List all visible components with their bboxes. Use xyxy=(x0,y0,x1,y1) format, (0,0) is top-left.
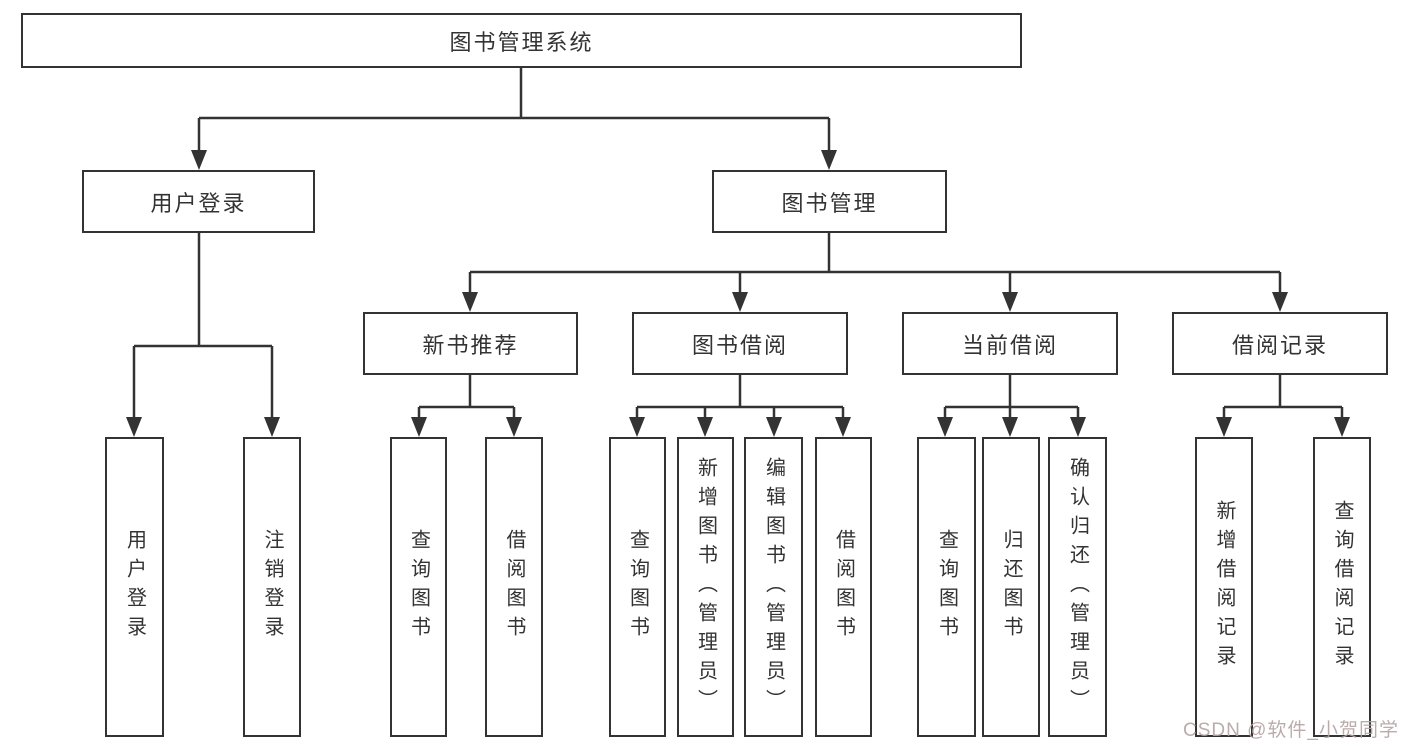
leaf-edit-books-admin: 编辑图书（管理员） xyxy=(744,437,803,737)
leaf-label: 注销登录 xyxy=(261,529,283,645)
node-label: 当前借阅 xyxy=(961,332,1058,358)
leaf-label: 新增借阅记录 xyxy=(1213,500,1235,674)
leaf-label: 用户登录 xyxy=(123,529,146,645)
leaf-confirm-return-admin: 确认归还（管理员） xyxy=(1048,437,1107,737)
node-book-management: 图书管理 xyxy=(712,170,947,233)
leaf-label: 查询图书 xyxy=(935,529,958,645)
node-label: 新书推荐 xyxy=(422,332,519,358)
node-label: 图书管理系统 xyxy=(449,29,594,55)
node-label: 借阅记录 xyxy=(1231,332,1328,358)
arrow-heads xyxy=(126,150,1350,437)
leaf-label: 查询借阅记录 xyxy=(1331,500,1353,674)
leaf-label: 编辑图书（管理员） xyxy=(762,456,785,718)
leaf-query-borrow-record: 查询借阅记录 xyxy=(1313,437,1371,737)
leaf-label: 确认归还（管理员） xyxy=(1066,456,1089,718)
tree-edges xyxy=(132,68,1344,422)
node-label: 图书借阅 xyxy=(691,332,788,358)
leaf-borrow-books-recommend: 借阅图书 xyxy=(485,437,543,737)
leaf-add-books-admin: 新增图书（管理员） xyxy=(677,437,734,737)
node-label: 用户登录 xyxy=(150,190,247,216)
node-library-management-system: 图书管理系统 xyxy=(21,13,1022,68)
leaf-query-books-recommend: 查询图书 xyxy=(390,437,447,737)
leaf-label: 借阅图书 xyxy=(832,529,855,645)
node-borrowing-records: 借阅记录 xyxy=(1172,312,1388,375)
node-new-book-recommendation: 新书推荐 xyxy=(363,312,578,375)
leaf-label: 查询图书 xyxy=(626,529,649,645)
csdn-watermark: CSDN @软件_小贺同学 xyxy=(1183,720,1399,741)
node-label: 图书管理 xyxy=(781,190,878,216)
leaf-label: 新增图书（管理员） xyxy=(694,456,717,718)
leaf-query-books-current: 查询图书 xyxy=(917,437,976,737)
leaf-user-login: 用户登录 xyxy=(105,437,164,737)
leaf-query-books-borrowing: 查询图书 xyxy=(609,437,666,737)
leaf-borrow-books-borrowing: 借阅图书 xyxy=(815,437,872,737)
leaf-return-books: 归还图书 xyxy=(982,437,1040,737)
node-book-borrowing: 图书借阅 xyxy=(632,312,848,375)
leaf-label: 归还图书 xyxy=(1000,529,1022,645)
leaf-label: 借阅图书 xyxy=(503,529,525,645)
node-current-borrowing: 当前借阅 xyxy=(902,312,1118,375)
leaf-label: 查询图书 xyxy=(407,529,430,645)
node-user-login: 用户登录 xyxy=(82,170,315,233)
leaf-add-borrow-record: 新增借阅记录 xyxy=(1195,437,1253,737)
leaf-logout: 注销登录 xyxy=(243,437,301,737)
